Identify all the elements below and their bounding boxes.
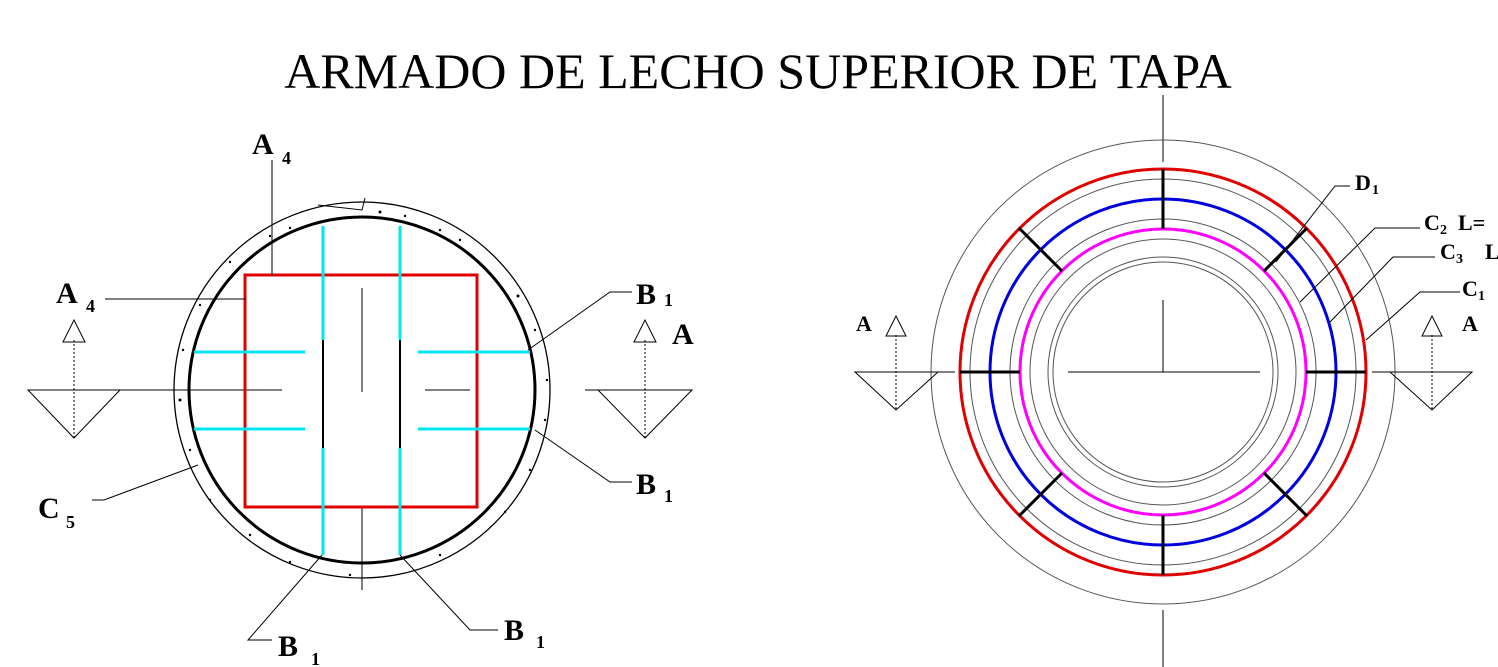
svg-text:1: 1 xyxy=(1478,289,1485,304)
section-arrow-left-r xyxy=(853,314,940,411)
a4-square-bar xyxy=(243,273,479,509)
svg-text:A: A xyxy=(56,277,78,310)
label-d1: D 1 xyxy=(1355,170,1379,198)
svg-text:5: 5 xyxy=(66,512,75,532)
svg-text:B: B xyxy=(504,614,524,647)
svg-text:1: 1 xyxy=(536,632,545,652)
right-plan-view: A A D 1 C 2 L= C 3 L C 1 xyxy=(853,95,1498,667)
label-b1-bottom-right: B 1 xyxy=(504,614,545,652)
svg-text:A: A xyxy=(252,128,274,161)
label-c1: C 1 xyxy=(1462,276,1485,304)
label-a4-left: A 4 xyxy=(56,277,95,316)
svg-text:B: B xyxy=(278,630,298,663)
svg-text:L: L xyxy=(1485,239,1498,264)
svg-text:2: 2 xyxy=(1440,223,1447,238)
label-c5: C 5 xyxy=(38,492,75,532)
section-arrow-left xyxy=(26,318,122,439)
section-mark-a-left: A xyxy=(856,311,872,336)
section-mark-a: A xyxy=(672,318,694,351)
svg-text:B: B xyxy=(636,468,656,501)
svg-text:1: 1 xyxy=(664,290,673,310)
section-mark-a-right: A xyxy=(1462,311,1478,336)
svg-text:B: B xyxy=(636,278,656,311)
svg-text:1: 1 xyxy=(664,486,673,506)
label-a4-top: A 4 xyxy=(252,128,291,168)
label-c3: C 3 L xyxy=(1440,239,1498,267)
section-arrow-right xyxy=(596,318,694,439)
svg-text:4: 4 xyxy=(282,148,291,168)
svg-text:D: D xyxy=(1355,170,1371,195)
svg-text:3: 3 xyxy=(1456,252,1463,267)
svg-text:L=: L= xyxy=(1458,210,1485,235)
svg-text:1: 1 xyxy=(311,649,320,667)
svg-text:C: C xyxy=(1462,276,1478,301)
svg-text:1: 1 xyxy=(1372,183,1379,198)
section-arrow-right-r xyxy=(1388,314,1474,411)
label-b1-upper-right: B 1 xyxy=(636,278,673,311)
label-b1-bottom-left: B 1 xyxy=(278,630,320,667)
svg-text:C: C xyxy=(1440,239,1456,264)
label-c2: C 2 L= xyxy=(1424,210,1485,238)
d1-radial-ties xyxy=(960,169,1366,575)
label-b1-lower-right: B 1 xyxy=(636,468,673,506)
page-title: ARMADO DE LECHO SUPERIOR DE TAPA xyxy=(284,43,1232,99)
svg-text:C: C xyxy=(1424,210,1440,235)
svg-text:4: 4 xyxy=(86,296,95,316)
left-plan-view: A A 4 A 4 B 1 B 1 C 5 B 1 xyxy=(26,128,694,667)
concrete-hatch xyxy=(178,210,549,577)
svg-text:C: C xyxy=(38,492,60,525)
